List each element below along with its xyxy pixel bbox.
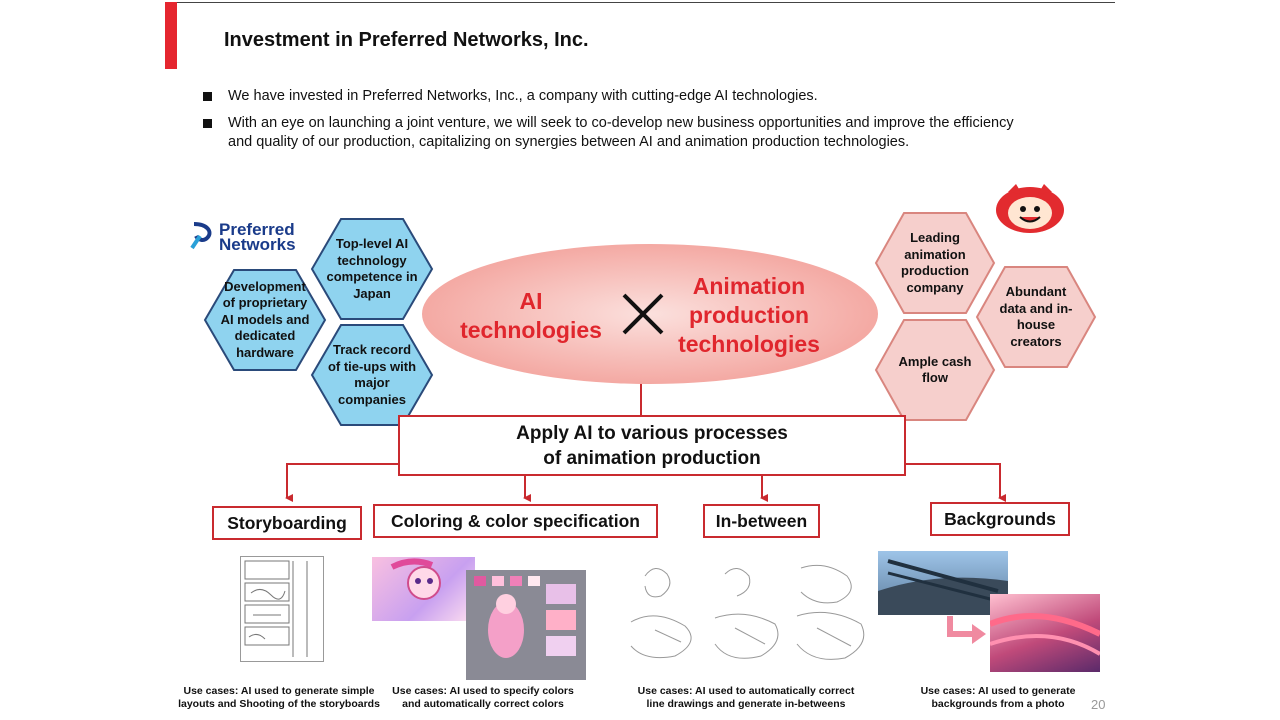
- bullet-square-icon: [203, 119, 212, 128]
- bullet-text: With an eye on launching a joint venture…: [228, 114, 1014, 152]
- preferred-networks-logo-icon: [190, 222, 212, 250]
- color-specification-image: [466, 570, 586, 680]
- apply-line-1: Apply AI to various processes: [516, 422, 788, 444]
- top-rule: [177, 2, 1115, 3]
- in-between-drawings-image: [625, 556, 875, 668]
- mascot-cat-icon: [996, 184, 1064, 233]
- bullet-text-line: With an eye on launching a joint venture…: [228, 115, 1014, 131]
- page-title: Investment in Preferred Networks, Inc.: [224, 29, 589, 51]
- photo-to-background-arrow-icon: [947, 616, 986, 644]
- bullet-2: With an eye on launching a joint venture…: [203, 114, 1103, 154]
- preferred-networks-logo-text: Preferred Networks: [219, 220, 296, 254]
- logo-line-1: Preferred: [219, 220, 295, 239]
- process-storyboarding: Storyboarding: [212, 506, 362, 540]
- title-accent-bar: [165, 2, 177, 69]
- caption-in-between: Use cases: AI used to automatically corr…: [637, 685, 855, 710]
- logo-line-2: Networks: [219, 235, 296, 254]
- coloring-character-image: [372, 557, 475, 621]
- process-in-between: In-between: [703, 504, 820, 538]
- page-number: 20: [1091, 697, 1106, 712]
- process-backgrounds: Backgrounds: [930, 502, 1070, 536]
- apply-line-2: of animation production: [543, 447, 761, 469]
- process-coloring: Coloring & color specification: [373, 504, 658, 538]
- bullet-square-icon: [203, 92, 212, 101]
- bullet-text-line: and quality of our production, capitaliz…: [228, 134, 910, 150]
- synergy-ellipse: [422, 244, 878, 384]
- bullet-1: We have invested in Preferred Networks, …: [203, 87, 1103, 107]
- background-photo-image: [878, 551, 1008, 615]
- apply-ai-box: Apply AI to various processes of animati…: [398, 415, 906, 476]
- storyboard-image: [240, 556, 324, 662]
- bullet-text: We have invested in Preferred Networks, …: [228, 88, 818, 104]
- multiply-cross-icon: [622, 293, 664, 335]
- generated-background-image: [990, 594, 1100, 672]
